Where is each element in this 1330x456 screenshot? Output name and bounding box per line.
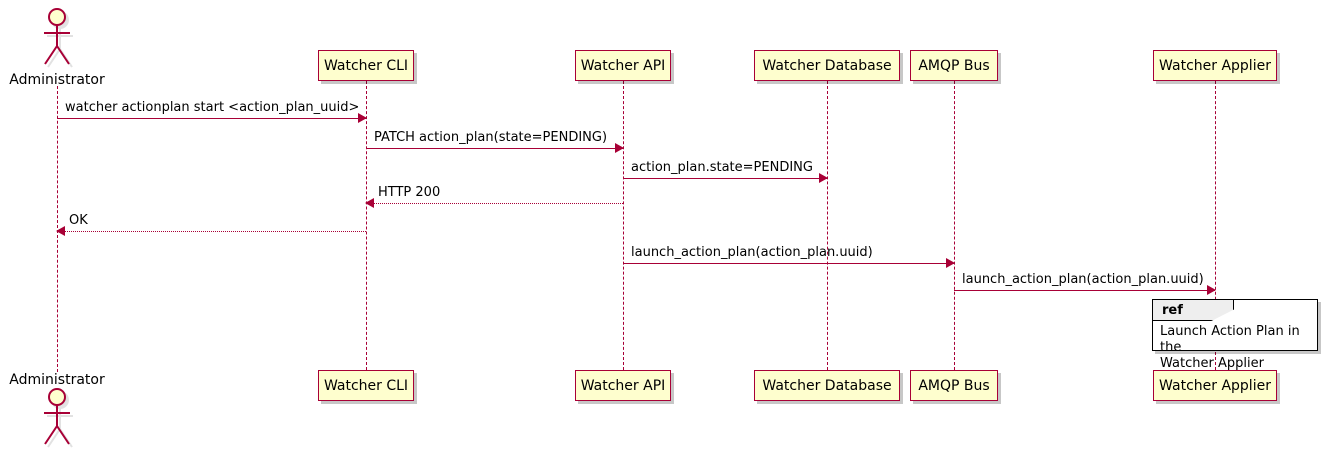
message-label-m1: watcher actionplan start <action_plan_uu… [65, 100, 360, 115]
arrowhead-icon-m7 [1207, 285, 1216, 295]
participant-box-amqp-bus-top[interactable]: AMQP Bus [910, 50, 998, 81]
message-line-m3 [623, 178, 827, 179]
message-label-m5: OK [69, 213, 88, 228]
arrowhead-icon-m5 [56, 226, 65, 236]
arrowhead-icon-m2 [615, 143, 624, 153]
arrowhead-icon-m4 [365, 198, 374, 208]
message-label-m7: launch_action_plan(action_plan.uuid) [962, 272, 1204, 287]
message-line-m7 [954, 290, 1215, 291]
ref-fragment-tab-label: ref [1153, 300, 1234, 321]
ref-fragment-body-line: Watcher Applier [1160, 356, 1264, 371]
message-line-m6 [623, 263, 954, 264]
participant-box-watcher-cli-bottom[interactable]: Watcher CLI [318, 370, 414, 401]
participant-box-amqp-bus-bottom[interactable]: AMQP Bus [910, 370, 998, 401]
message-line-m4 [366, 203, 623, 204]
message-line-m1 [57, 118, 366, 119]
lifeline-amqp-bus [954, 81, 955, 370]
arrowhead-icon-m6 [946, 258, 955, 268]
participant-box-watcher-database-top[interactable]: Watcher Database [754, 50, 900, 81]
message-line-m5 [57, 231, 366, 232]
message-line-m2 [366, 148, 623, 149]
participant-box-watcher-api-bottom[interactable]: Watcher API [575, 370, 671, 401]
participant-label-administrator-top: Administrator [9, 72, 105, 88]
lifeline-watcher-cli [366, 81, 367, 370]
participant-box-watcher-applier-top[interactable]: Watcher Applier [1153, 50, 1277, 81]
message-label-m2: PATCH action_plan(state=PENDING) [374, 130, 608, 145]
actor-administrator-top [34, 6, 80, 68]
message-label-m4: HTTP 200 [378, 185, 441, 200]
participant-box-watcher-database-bottom[interactable]: Watcher Database [754, 370, 900, 401]
arrowhead-icon-m3 [819, 173, 828, 183]
message-label-m6: launch_action_plan(action_plan.uuid) [631, 245, 873, 260]
participant-box-watcher-api-top[interactable]: Watcher API [575, 50, 671, 81]
participant-label-administrator-bottom: Administrator [9, 372, 105, 388]
lifeline-watcher-database [827, 81, 828, 370]
participant-box-watcher-cli-top[interactable]: Watcher CLI [318, 50, 414, 81]
lifeline-watcher-applier [1215, 81, 1216, 370]
message-label-m3: action_plan.state=PENDING [631, 160, 813, 175]
lifeline-watcher-api [623, 81, 624, 370]
participant-box-watcher-applier-bottom[interactable]: Watcher Applier [1153, 370, 1277, 401]
arrowhead-icon-m1 [358, 113, 367, 123]
actor-administrator-bottom [34, 386, 80, 448]
ref-fragment-body-line: Launch Action Plan in the [1160, 324, 1300, 355]
